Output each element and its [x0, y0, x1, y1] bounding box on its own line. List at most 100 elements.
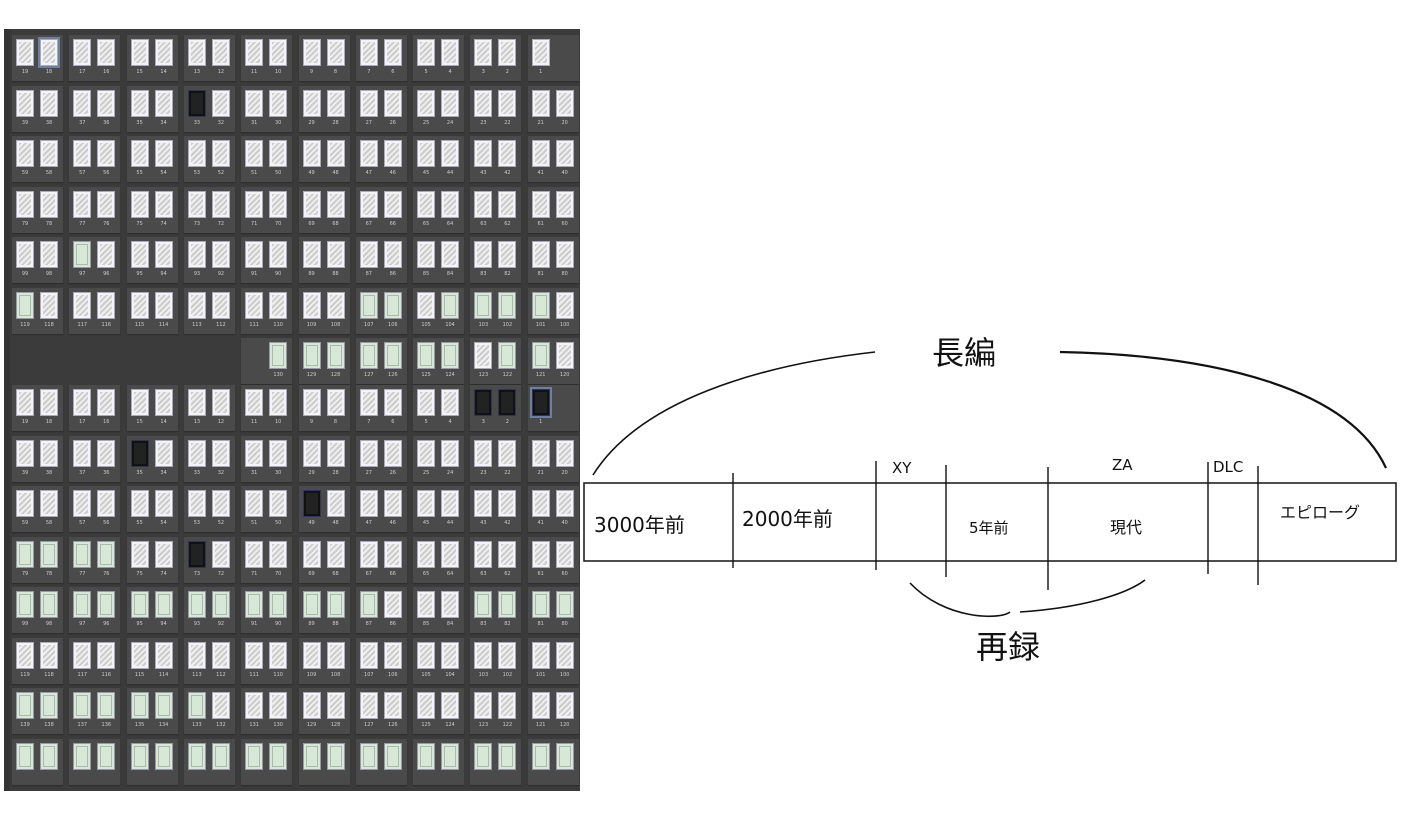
page-thumbnail[interactable] — [40, 190, 58, 218]
page-thumbnail[interactable] — [531, 540, 550, 568]
page-thumbnail[interactable] — [154, 742, 173, 770]
page-thumbnail[interactable] — [16, 291, 34, 319]
page-thumbnail[interactable] — [73, 140, 92, 167]
page-thumbnail[interactable] — [40, 291, 58, 319]
page-thumbnail[interactable] — [359, 389, 378, 416]
page-thumbnail[interactable] — [359, 140, 378, 167]
page-spread[interactable] — [183, 738, 235, 785]
page-thumbnail[interactable] — [154, 439, 173, 467]
page-thumbnail[interactable] — [40, 490, 58, 517]
page-thumbnail[interactable] — [326, 190, 345, 218]
page-thumbnail[interactable] — [245, 241, 264, 268]
page-thumbnail[interactable] — [130, 389, 149, 416]
page-thumbnail[interactable] — [40, 641, 58, 669]
page-thumbnail[interactable] — [498, 389, 517, 416]
page-spread[interactable]: 130 — [241, 338, 293, 384]
page-spread[interactable]: 1 — [527, 35, 579, 81]
page-thumbnail[interactable] — [555, 490, 574, 517]
page-thumbnail[interactable] — [73, 742, 92, 770]
page-thumbnail[interactable] — [555, 89, 574, 117]
page-thumbnail[interactable] — [531, 291, 550, 319]
page-thumbnail[interactable] — [302, 641, 321, 669]
page-thumbnail[interactable] — [211, 389, 230, 416]
page-thumbnail[interactable] — [130, 641, 149, 669]
page-thumbnail[interactable] — [245, 389, 264, 416]
page-thumbnail[interactable] — [474, 591, 493, 618]
page-thumbnail[interactable] — [269, 140, 288, 167]
page-spread[interactable]: 1 — [527, 385, 579, 431]
page-thumbnail[interactable] — [97, 291, 116, 319]
page-thumbnail[interactable] — [383, 190, 402, 218]
page-thumbnail[interactable] — [245, 692, 264, 719]
page-thumbnail[interactable] — [326, 291, 345, 319]
page-thumbnail[interactable] — [187, 190, 206, 218]
page-thumbnail[interactable] — [245, 89, 264, 117]
page-thumbnail[interactable] — [16, 241, 34, 268]
page-thumbnail[interactable] — [555, 140, 574, 167]
page-thumbnail[interactable] — [417, 190, 436, 218]
page-thumbnail[interactable] — [383, 692, 402, 719]
page-thumbnail[interactable] — [417, 591, 436, 618]
page-thumbnail[interactable] — [417, 641, 436, 669]
page-thumbnail[interactable] — [38, 37, 60, 68]
page-thumbnail[interactable] — [154, 692, 173, 719]
page-thumbnail[interactable] — [73, 89, 92, 117]
page-thumbnail[interactable] — [326, 439, 345, 467]
page-thumbnail[interactable] — [359, 742, 378, 770]
page-thumbnail[interactable] — [474, 140, 493, 167]
page-thumbnail[interactable] — [474, 291, 493, 319]
page-thumbnail[interactable] — [326, 140, 345, 167]
page-thumbnail[interactable] — [441, 641, 460, 669]
page-thumbnail[interactable] — [154, 241, 173, 268]
page-thumbnail[interactable] — [302, 89, 321, 117]
page-thumbnail[interactable] — [154, 291, 173, 319]
page-thumbnail[interactable] — [441, 439, 460, 467]
page-thumbnail[interactable] — [73, 641, 92, 669]
page-thumbnail[interactable] — [16, 641, 34, 669]
page-thumbnail[interactable] — [40, 540, 58, 568]
page-thumbnail[interactable] — [555, 641, 574, 669]
page-thumbnail[interactable] — [302, 140, 321, 167]
page-thumbnail[interactable] — [245, 439, 264, 467]
page-thumbnail[interactable] — [359, 439, 378, 467]
page-thumbnail[interactable] — [359, 591, 378, 618]
